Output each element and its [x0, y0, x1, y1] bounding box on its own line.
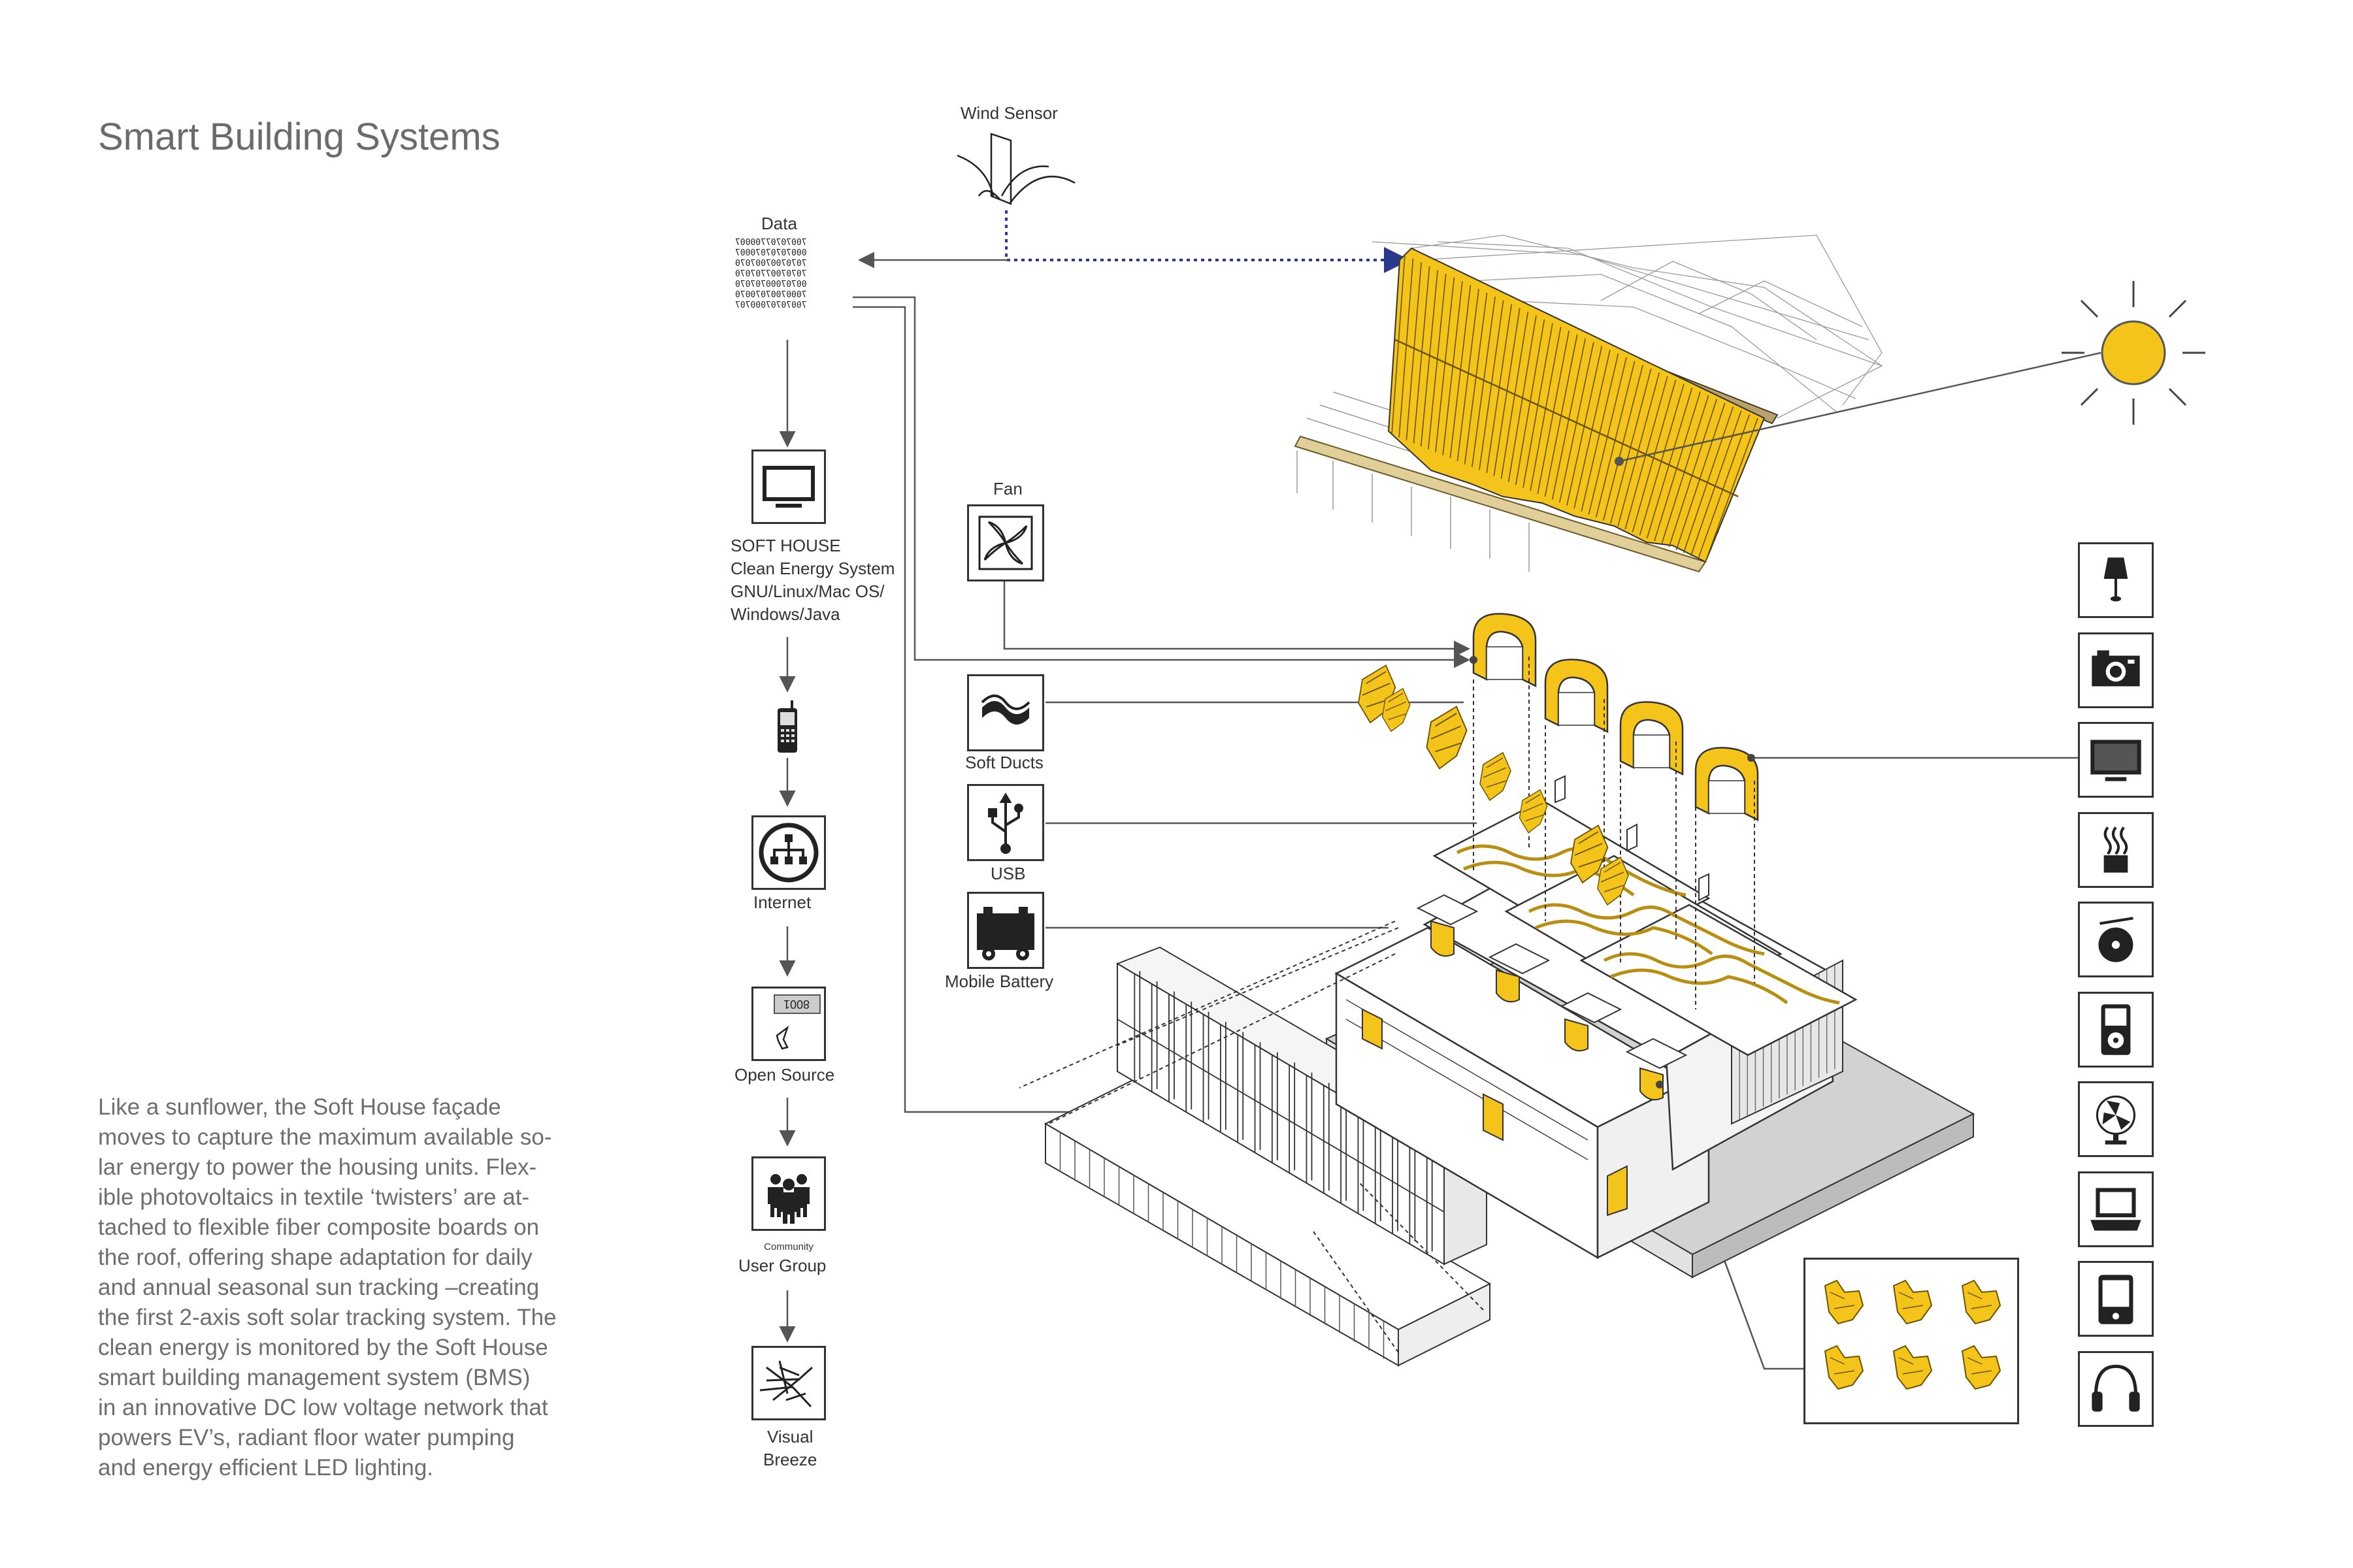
data-label: Data [761, 214, 797, 233]
user-group-label: User Group [738, 1256, 827, 1275]
twister-leaf [1570, 825, 1609, 884]
yellow-unit [1694, 747, 1759, 822]
unit-dashed-drops [1019, 657, 1755, 1353]
community-label: Community [764, 1241, 814, 1252]
twister-box-leaf [1961, 1345, 2001, 1390]
lamp-icon [2078, 542, 2154, 618]
soft-ducts-icon [967, 674, 1044, 751]
ipod-icon [2078, 991, 2154, 1068]
sun-icon [2062, 281, 2205, 425]
heater-icon [2078, 811, 2154, 888]
binary-data-block: 70070707700007 00070707070007 7070700700… [735, 238, 807, 310]
tv-node [1747, 754, 1755, 762]
twister-node [1656, 1081, 1664, 1088]
description-line: powers EV’s, radiant floor water pumping [98, 1425, 515, 1450]
house-yellow-panels [1362, 1008, 1628, 1217]
open-source-keyboard-icon: 8001 [751, 987, 826, 1061]
description-line: moves to capture the maximum available s… [98, 1124, 552, 1150]
cell-phone-icon [778, 700, 797, 753]
house-body [1334, 926, 1710, 1260]
description-line: lar energy to power the housing units. F… [98, 1154, 537, 1180]
lower-frame-slats [1059, 1132, 1385, 1359]
soft-ducts-label: Soft Ducts [965, 753, 1044, 772]
svg-text:8001: 8001 [783, 998, 810, 1011]
description-line: tached to flexible fiber composite board… [98, 1215, 540, 1240]
open-source-label: Open Source [734, 1065, 835, 1085]
twister-box-leaf [1824, 1279, 1864, 1325]
twister-leaf [1426, 706, 1468, 770]
yellow-unit [1472, 613, 1537, 688]
twister-leaf [1597, 856, 1629, 906]
laptop-icon [2078, 1171, 2154, 1247]
sun-to-facade-line [1619, 351, 2101, 463]
usb-label: USB [991, 864, 1026, 883]
wind-sensor-icon [957, 133, 1076, 205]
floating-twisters [1358, 664, 1629, 906]
twister-leaf [1381, 687, 1411, 732]
yellow-modular-units [1472, 613, 1759, 822]
description-line: Like a sunflower, the Soft House façade [98, 1094, 501, 1120]
facade-mid-seam [1394, 338, 1739, 498]
description-line: and energy efficient LED lighting. [98, 1455, 434, 1480]
tv-icon [2078, 722, 2154, 798]
description-line: the roof, offering shape adaptation for … [98, 1245, 533, 1270]
wind-data-line [1005, 210, 1410, 273]
twister-box-leaf [1892, 1279, 1933, 1325]
roof-beam-lower [1294, 435, 1707, 573]
screen-wall-slats [1117, 971, 1445, 1254]
pda-icon [2078, 1261, 2154, 1337]
usb-icon [967, 784, 1044, 861]
mobile-battery-icon [967, 892, 1044, 969]
yellow-seats [1430, 920, 1664, 1101]
internet-network-icon [751, 815, 826, 890]
wind-sensor-label: Wind Sensor [961, 103, 1058, 123]
fan-icon [967, 504, 1044, 581]
fin-posts [1555, 775, 1709, 902]
twisters-box [1803, 1258, 2019, 1424]
page-title: Smart Building Systems [98, 116, 501, 158]
description-line: and annual seasonal sun tracking –creati… [98, 1275, 540, 1300]
yellow-unit [1544, 659, 1609, 734]
yellow-facade-twisters [1387, 247, 1766, 563]
description-line: ible photovoltaics in textile ‘twisters’… [98, 1184, 530, 1210]
internet-label: Internet [753, 892, 812, 912]
description-paragraph: Like a sunflower, the Soft House façade m… [98, 1092, 621, 1483]
description-line: the first 2-axis soft solar tracking sys… [98, 1305, 557, 1330]
monitor-icon [751, 449, 826, 524]
visual-breeze-icon [751, 1346, 826, 1420]
headphones-icon [2078, 1350, 2154, 1427]
soft-house-label: SOFT HOUSE Clean Energy System GNU/Linux… [731, 536, 895, 624]
twister-box-leaf [1961, 1279, 2001, 1325]
mobile-battery-label: Mobile Battery [945, 972, 1054, 991]
description-line: smart building management system (BMS) [98, 1365, 531, 1390]
twister-box-leaf [1824, 1345, 1864, 1390]
description-line: clean energy is monitored by the Soft Ho… [98, 1335, 548, 1360]
twister-box-leaf [1892, 1345, 1933, 1390]
yellow-unit [1619, 701, 1684, 776]
desk-fan-icon [2078, 1081, 2154, 1157]
twister-leaf [1519, 789, 1548, 834]
facade-node [1615, 457, 1624, 466]
visual-breeze-label: Visual Breeze [763, 1427, 817, 1469]
roof-lattice [1372, 235, 1883, 419]
user-group-icon [751, 1156, 826, 1231]
fan-label: Fan [993, 479, 1023, 498]
unit-node [1470, 656, 1477, 664]
twister-leaf [1479, 751, 1511, 802]
desks [1416, 894, 1688, 1070]
record-player-icon [2078, 902, 2154, 977]
camera-icon [2078, 632, 2154, 708]
description-line: in an innovative DC low voltage network … [98, 1395, 548, 1420]
